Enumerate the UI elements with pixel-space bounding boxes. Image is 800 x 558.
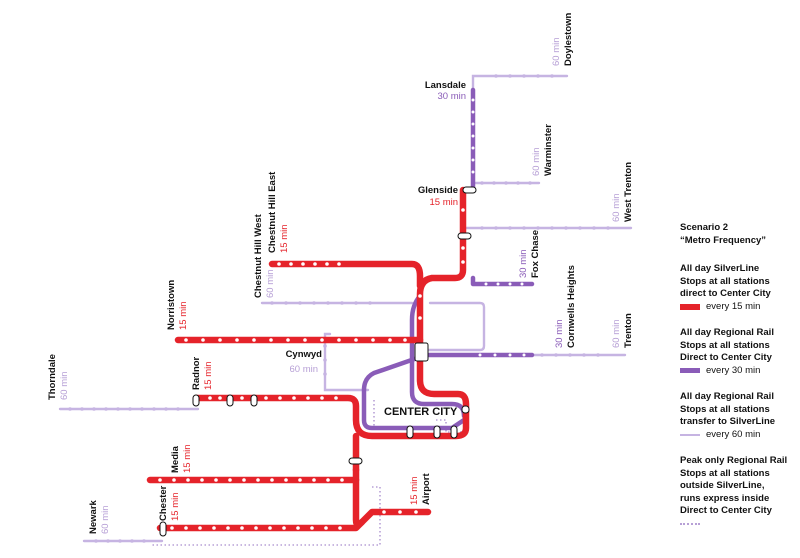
station-name: Fox Chase	[530, 230, 541, 278]
station-name: Chestnut Hill West	[253, 213, 264, 298]
station-frequency: 60 min	[551, 37, 562, 66]
station-name: Airport	[421, 473, 432, 506]
station-dots-lavender	[68, 74, 610, 543]
station-frequency: 30 min	[518, 249, 529, 278]
station-name: Doylestown	[563, 12, 574, 66]
peak-only-lines	[150, 400, 462, 546]
station-frequency: 30 min	[554, 319, 565, 348]
station-name: Newark	[88, 499, 99, 534]
legend-swatch-dotted	[680, 522, 700, 525]
legend-item-peak: Peak only Regional Rail Stops at all sta…	[680, 455, 798, 525]
center-city-label: CENTER CITY	[384, 406, 458, 418]
half-hourly-lines	[361, 87, 535, 431]
legend-item-line: All day Regional Rail	[680, 391, 774, 402]
legend-item-line: runs express inside	[680, 492, 770, 504]
transfer-nodes	[159, 186, 477, 537]
legend-item-line: Stops at all stations	[680, 403, 770, 415]
station-frequency: 60 min	[289, 364, 318, 375]
legend-item-line: Direct to Center City	[680, 352, 772, 363]
station-name: Chestnut Hill East	[267, 171, 278, 253]
station-frequency: 60 min	[265, 269, 276, 298]
station-name: Cornwells Heights	[566, 265, 577, 348]
station-name: Radnor	[191, 356, 202, 390]
legend-swatch-purple	[680, 368, 700, 374]
legend-item-line: Peak only Regional Rail	[680, 455, 788, 466]
legend-item-line: All day SilverLine	[680, 263, 760, 274]
station-frequency: 15 min	[409, 476, 420, 505]
legend-item-silverline: All day SilverLine Stops at all stations…	[680, 263, 798, 313]
legend-item-line: Stops at all stations	[680, 275, 770, 287]
station-name: Cynwyd	[286, 349, 323, 360]
legend-item-line: Stops at all stations	[680, 467, 770, 479]
station-name: Media	[170, 445, 181, 473]
legend-item-line: outside SilverLine,	[680, 480, 765, 491]
station-name: Glenside	[418, 185, 458, 196]
station-name: West Trenton	[623, 162, 634, 222]
legend-title: Scenario 2 “Metro Frequency”	[680, 222, 798, 247]
station-frequency: 15 min	[170, 492, 181, 521]
station-dots-purple	[471, 98, 526, 357]
station-name: Warminster	[543, 124, 554, 176]
legend-item-line: transfer to SilverLine	[680, 416, 776, 427]
legend-item-line: Stops at all stations	[680, 339, 770, 351]
legend-item-regional-30: All day Regional Rail Stops at all stati…	[680, 327, 798, 377]
legend-item-line: All day Regional Rail	[680, 327, 774, 338]
station-name: Trenton	[623, 313, 634, 348]
station-frequency: 60 min	[611, 319, 622, 348]
legend-swatch-red	[680, 303, 700, 310]
legend-swatch-label: every 30 min	[706, 364, 761, 376]
legend-swatch-lavender	[680, 433, 700, 436]
station-frequency: 60 min	[531, 147, 542, 176]
station-frequency: 15 min	[182, 444, 193, 473]
station-name: Norristown	[166, 280, 177, 330]
station-frequency: 60 min	[59, 371, 70, 400]
legend-item-line: Direct to Center City	[680, 505, 772, 516]
legend-swatch-label: every 60 min	[706, 428, 761, 440]
station-frequency: 15 min	[178, 301, 189, 330]
map-legend: Scenario 2 “Metro Frequency” All day Sil…	[680, 222, 798, 539]
station-name: Chester	[158, 485, 169, 521]
station-frequency: 15 min	[279, 224, 290, 253]
legend-item-line: direct to Center City	[680, 288, 771, 299]
legend-scenario-name: “Metro Frequency”	[680, 234, 767, 246]
station-frequency: 15 min	[203, 361, 214, 390]
station-dots-red	[158, 208, 465, 530]
station-name: Lansdale	[425, 80, 466, 91]
legend-scenario: Scenario 2	[680, 222, 729, 233]
station-frequency: 15 min	[429, 197, 458, 208]
legend-swatch-label: every 15 min	[706, 300, 761, 312]
station-frequency: 60 min	[100, 505, 111, 534]
station-frequency: 30 min	[437, 91, 466, 102]
station-frequency: 60 min	[611, 193, 622, 222]
station-name: Thorndale	[47, 354, 58, 400]
legend-item-regional-60: All day Regional Rail Stops at all stati…	[680, 391, 798, 441]
